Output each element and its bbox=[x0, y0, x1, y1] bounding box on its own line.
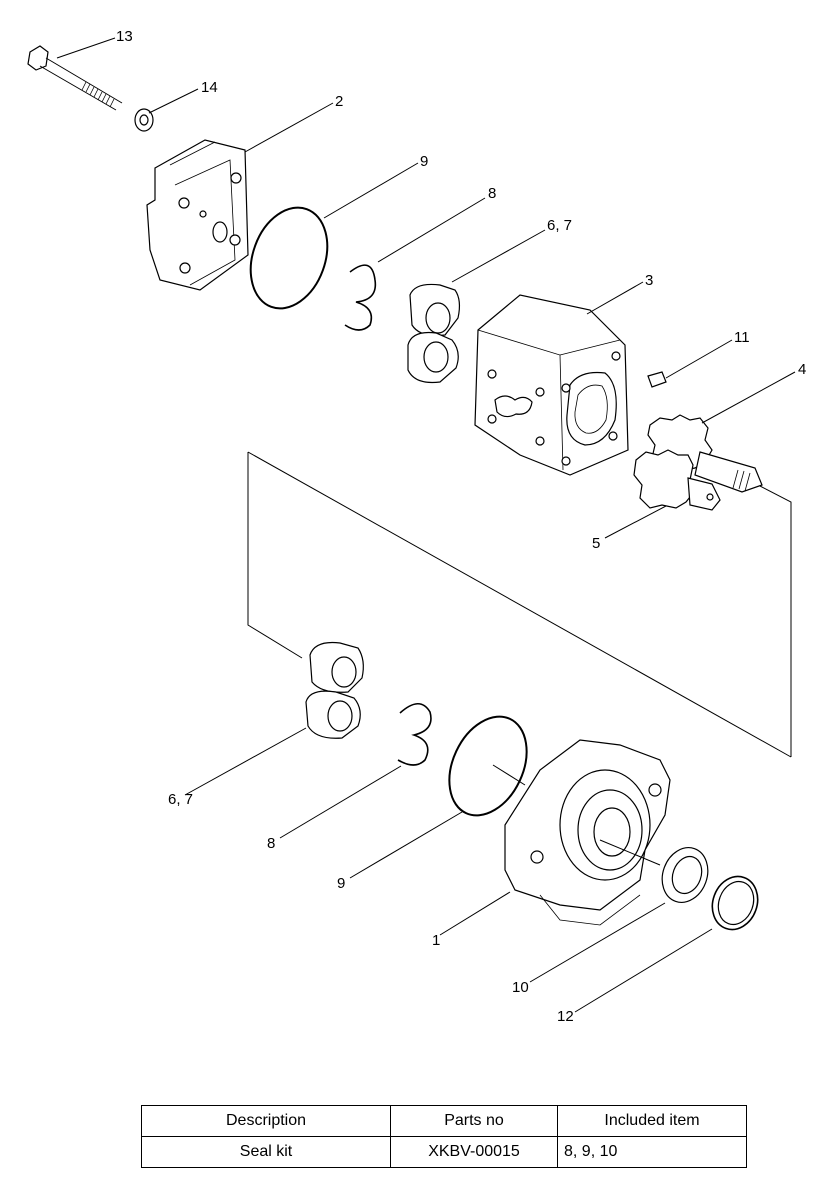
callout-8-top: 8 bbox=[488, 185, 496, 202]
front-cover-part-1 bbox=[504, 739, 671, 926]
oil-seal-part-10 bbox=[661, 847, 709, 903]
pump-body-part-3 bbox=[474, 294, 629, 476]
rear-cover-part-2 bbox=[146, 139, 249, 291]
callout-12: 12 bbox=[557, 1008, 574, 1025]
bushings-part-6-7-bottom bbox=[305, 641, 364, 739]
callout-8-bottom: 8 bbox=[267, 835, 275, 852]
pin-part-11 bbox=[647, 371, 667, 388]
cell-included-item: 8, 9, 10 bbox=[557, 1136, 747, 1168]
callout-labels: 13 14 2 9 8 6, 7 3 11 4 5 6, 7 8 9 1 10 … bbox=[116, 28, 806, 1025]
table-header-row: Description Parts no Included item bbox=[141, 1105, 747, 1137]
callout-9-top: 9 bbox=[420, 153, 428, 170]
callout-14: 14 bbox=[201, 79, 218, 96]
callout-6-7-bottom: 6, 7 bbox=[168, 791, 193, 808]
parts-table: Description Parts no Included item Seal … bbox=[141, 1105, 747, 1168]
callout-1: 1 bbox=[432, 932, 440, 949]
bushings-part-6-7-top bbox=[407, 283, 461, 384]
exploded-parts-diagram: 13 14 2 9 8 6, 7 3 11 4 5 6, 7 8 9 1 10 … bbox=[27, 28, 806, 1025]
cell-description: Seal kit bbox=[141, 1136, 391, 1168]
table-row: Seal kit XKBV-00015 8, 9, 10 bbox=[141, 1136, 747, 1168]
drive-gear-part-4 bbox=[647, 414, 763, 493]
callout-13: 13 bbox=[116, 28, 133, 45]
callout-10: 10 bbox=[512, 979, 529, 996]
snap-ring-part-12 bbox=[711, 875, 759, 931]
driven-gear-part-5 bbox=[633, 449, 721, 511]
o-ring-part-9-top bbox=[249, 206, 329, 310]
bolt-part-13 bbox=[27, 45, 123, 111]
callout-2: 2 bbox=[335, 93, 343, 110]
backup-ring-part-8-top bbox=[344, 264, 377, 331]
callout-9-bottom: 9 bbox=[337, 875, 345, 892]
leader-lines bbox=[56, 37, 796, 1013]
assembly-boundary-line bbox=[247, 452, 303, 659]
callout-11: 11 bbox=[734, 329, 750, 346]
callout-3: 3 bbox=[645, 272, 653, 289]
column-header-included-item: Included item bbox=[557, 1105, 747, 1137]
cell-parts-no: XKBV-00015 bbox=[390, 1136, 558, 1168]
column-header-parts-no: Parts no bbox=[390, 1105, 558, 1137]
callout-6-7-top: 6, 7 bbox=[547, 217, 572, 234]
backup-ring-part-8-bottom bbox=[397, 702, 432, 766]
washer-part-14 bbox=[134, 108, 154, 132]
callout-4: 4 bbox=[798, 361, 806, 378]
column-header-description: Description bbox=[141, 1105, 391, 1137]
callout-5: 5 bbox=[592, 535, 600, 552]
o-ring-part-9-bottom bbox=[448, 715, 528, 817]
